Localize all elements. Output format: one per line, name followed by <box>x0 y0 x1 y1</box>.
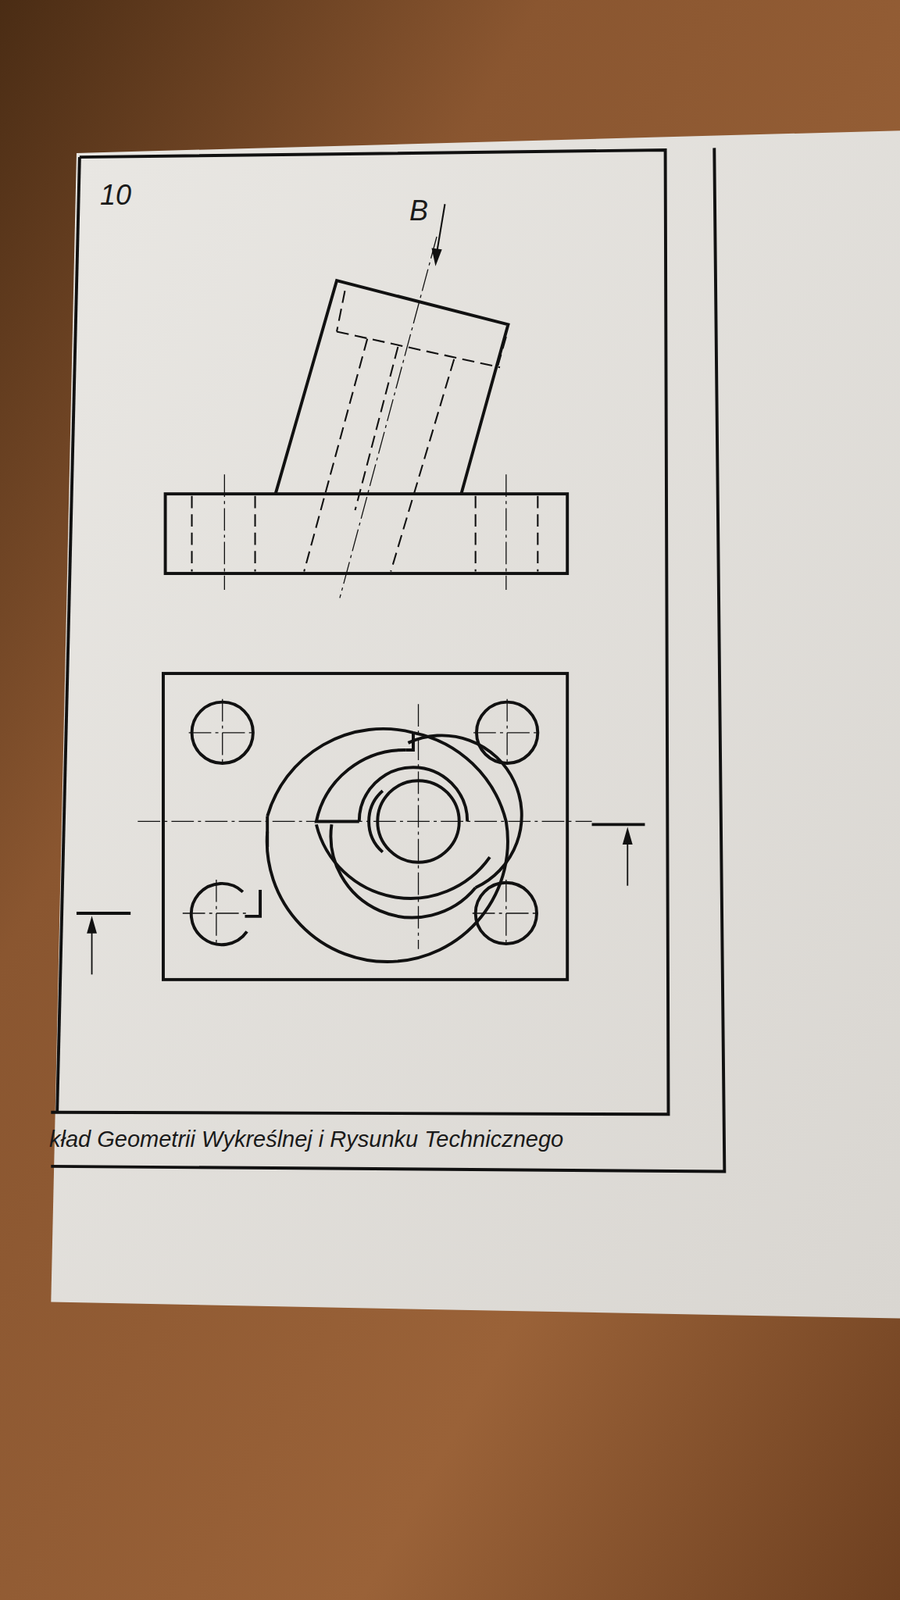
view-letter: B <box>409 196 429 225</box>
footer-text: kład Geometrii Wykreślnej i Rysunku Tech… <box>49 1128 564 1151</box>
sheet-number: 10 <box>100 181 132 210</box>
